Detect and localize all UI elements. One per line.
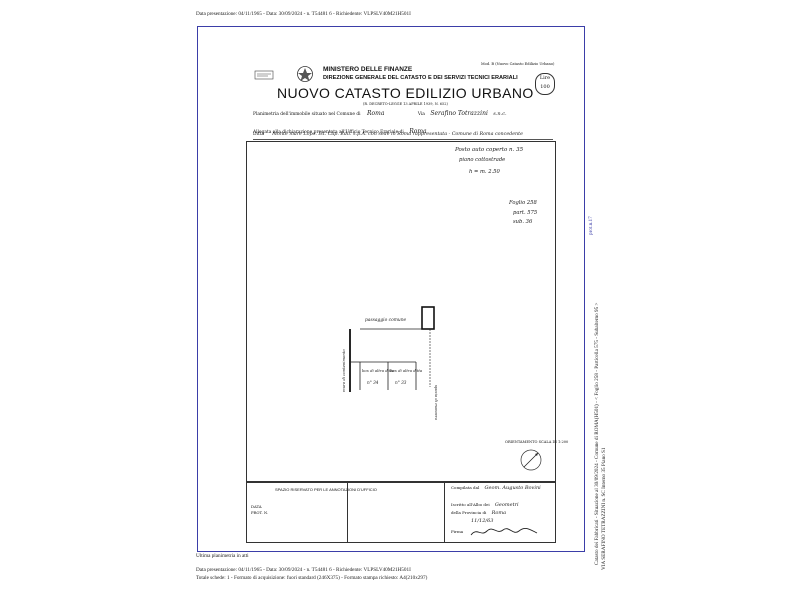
sub-value: 36 xyxy=(525,219,533,225)
compilata-row: Compilata dal Geom. Augusto Bovini xyxy=(451,485,541,491)
part-label: part. xyxy=(513,210,526,216)
compass-icon xyxy=(519,448,543,472)
foglio-value: 258 xyxy=(526,200,537,206)
firma-row: Firma xyxy=(451,529,463,534)
frame-right xyxy=(584,26,585,551)
iscritto-label: Iscritto all'Albo dei xyxy=(451,502,490,507)
plan-note-2: piano cottostrade xyxy=(459,157,506,163)
box1-label: box di altra ditta xyxy=(362,368,395,373)
form-line-1-prefix: Planimetria dell'immobile situato nel Co… xyxy=(253,112,361,117)
form-snc: s.n.c. xyxy=(493,111,507,117)
form-ute: Roma xyxy=(409,128,427,135)
iscritto-value: Geometri xyxy=(494,502,519,508)
header-line: Data presentazione: 04/11/1965 - Data: 3… xyxy=(196,11,411,17)
form-line-1: Planimetria dell'immobile situato nel Co… xyxy=(253,110,507,117)
form-line-3-prefix: Allegata alla dichiarazione presentata a… xyxy=(253,130,404,135)
iscritto-row: Iscritto all'Albo dei Geometri xyxy=(451,502,519,508)
data-label: DATA xyxy=(251,504,262,509)
foglio-label: Foglio xyxy=(509,200,526,206)
subalterno: sub. 36 xyxy=(513,219,532,225)
left-wall-label: muro di contenimento xyxy=(341,349,346,392)
firma-label: Firma xyxy=(451,529,464,534)
particella: part. 575 xyxy=(513,210,537,216)
footer-line-2: Totale schede: 1 - Formato di acquisizio… xyxy=(196,575,428,581)
form-via: Serafino Totrazzini xyxy=(430,110,488,117)
emblem-icon xyxy=(296,65,314,83)
frame-left xyxy=(197,26,198,551)
signature-icon xyxy=(469,524,539,538)
compilata-value: Geom. Augusto Bovini xyxy=(484,485,541,491)
catasto-subtitle: (R. DECRETO-LEGGE 13 APRILE 1939, N. 652… xyxy=(363,102,448,106)
form-ditta-label: Ditta xyxy=(253,132,265,137)
stamp-logo xyxy=(254,66,274,80)
side-text-1: Catasto dei Fabbricati - Situazione al 3… xyxy=(594,302,600,565)
plan-note-3: h = m. 2.50 xyxy=(469,169,500,175)
reserved-area: SPAZIO RISERVATO PER LE ANNOTAZIONI D'UF… xyxy=(247,482,445,542)
lire-label: Lire xyxy=(539,75,551,81)
prot-label: PROT. N. xyxy=(251,510,269,515)
provincia-value: Roma xyxy=(491,510,507,516)
provincia-label: della Provincia di xyxy=(451,510,487,515)
plan-frame: Posto auto coperto n. 35 piano cottostra… xyxy=(246,141,568,483)
box2-num: n° 33 xyxy=(395,380,407,385)
model-note: Mod. B (Nuovo Catasto Edilizio Urbano) xyxy=(481,62,555,66)
orient-label: ORIENTAMENTO xyxy=(505,440,538,444)
side-prot: prot.n.17 xyxy=(588,216,594,235)
side-text-2: VIA SERAFINO TETRAZZINI n. SC Interno 35… xyxy=(601,447,607,570)
direction-title: DIREZIONE GENERALE DEL CATASTO E DEI SER… xyxy=(323,75,518,81)
box2-label: box di altra ditta xyxy=(390,368,423,373)
floor-plan-drawing xyxy=(349,306,435,392)
passage-label: passaggio comune xyxy=(365,318,407,323)
foglio: Foglio 258 xyxy=(509,200,537,206)
part-value: 575 xyxy=(527,210,538,216)
lire-stamp: Lire 100 xyxy=(535,73,555,95)
form-ditta: Monte mare Lopo. Ist. Cap. Edil. s.p.A. … xyxy=(272,132,523,137)
sub-label: sub. xyxy=(513,219,524,225)
frame-bottom xyxy=(197,551,585,552)
compilata-label: Compilata dal xyxy=(451,485,480,490)
box1-num: n° 34 xyxy=(367,380,379,385)
plan-note-1: Posto auto coperto n. 35 xyxy=(455,147,524,153)
plan-sheet: MINISTERO DELLE FINANZE DIREZIONE GENERA… xyxy=(241,57,568,547)
compilata-date: 11/12/63 xyxy=(471,518,494,524)
catasto-title: NUOVO CATASTO EDILIZIO URBANO xyxy=(277,85,534,101)
lire-value: 100 xyxy=(540,84,550,90)
frame-top xyxy=(197,26,584,27)
form-comune: Roma xyxy=(367,110,385,117)
ultima-planimetria: Ultima planimetria in atti xyxy=(196,553,249,559)
reserved-label: SPAZIO RISERVATO PER LE ANNOTAZIONI D'UF… xyxy=(275,487,377,492)
annotation-box: SPAZIO RISERVATO PER LE ANNOTAZIONI D'UF… xyxy=(246,481,556,543)
form-via-label: Via xyxy=(417,112,425,117)
provincia-row: della Provincia di Roma xyxy=(451,510,506,516)
right-wall-label: spazio di manovra xyxy=(434,385,439,421)
footer-line-1: Data presentazione: 04/11/1965 - Data: 3… xyxy=(196,567,411,573)
form-line-2: Ditta Monte mare Lopo. Ist. Cap. Edil. s… xyxy=(253,120,553,140)
reserved-divider xyxy=(347,482,348,542)
ministry-title: MINISTERO DELLE FINANZE xyxy=(323,66,413,73)
form-line-3: Allegata alla dichiarazione presentata a… xyxy=(253,128,427,135)
scale-label: SCALA DI 1:200 xyxy=(538,440,569,444)
orientation-label: ORIENTAMENTO SCALA DI 1:200 xyxy=(505,440,568,444)
